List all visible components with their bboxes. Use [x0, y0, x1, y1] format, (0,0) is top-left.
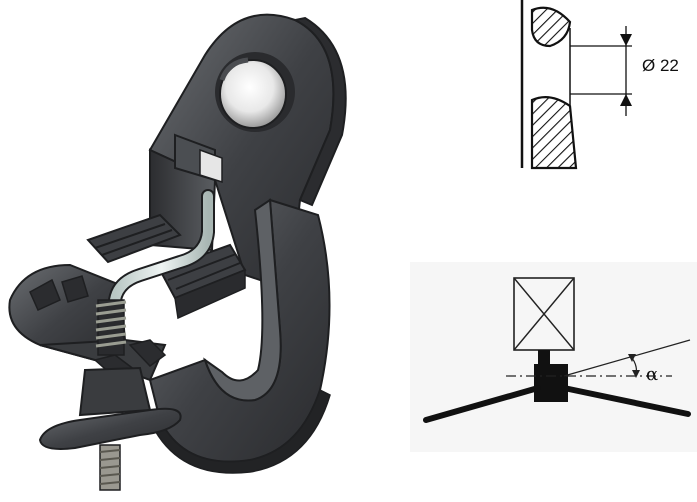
mounting-angle-icon [410, 262, 697, 452]
dimension-arrow-bottom [620, 94, 632, 106]
section-upper-jaw [530, 6, 572, 48]
dimension-arrow-top [620, 34, 632, 46]
mounting-angle-diagram: α [410, 262, 697, 452]
diameter-label: Ø 22 [642, 56, 679, 75]
clamp-block [534, 364, 568, 402]
section-lower-jaw [530, 95, 578, 170]
clamp-illustration [8, 13, 347, 491]
hatched-cross-section-icon [520, 0, 632, 170]
keeper-pad-left [86, 213, 182, 264]
wing-nut [38, 407, 182, 450]
eye-hole [219, 59, 287, 129]
conductor-left [423, 385, 541, 423]
alpha-label: α [646, 364, 659, 385]
u-bolt-rod [110, 191, 213, 305]
conductor-right [561, 385, 691, 417]
cross-section-diagram: Ø 22 [510, 0, 697, 175]
insulated-suspension-clamp-icon [8, 13, 347, 491]
